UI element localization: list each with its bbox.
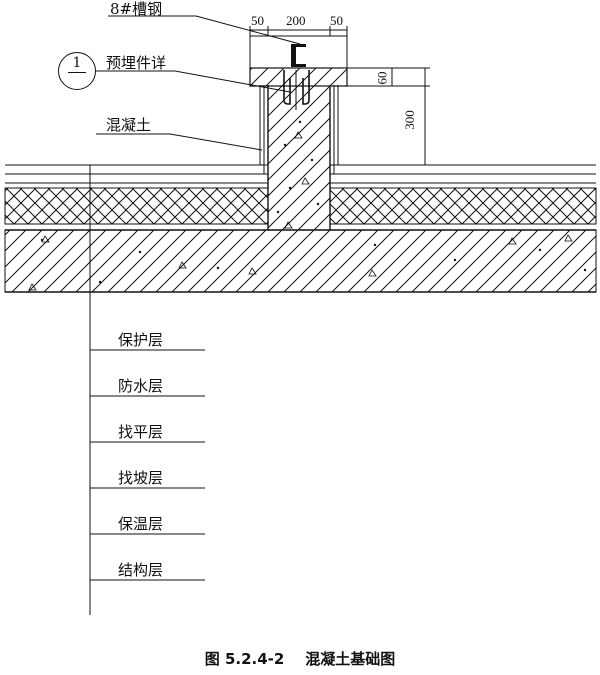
layer-callout-lines bbox=[89, 165, 205, 615]
channel-steel bbox=[249, 35, 348, 69]
right-dimension-lines bbox=[338, 67, 430, 166]
embedded-part-label: 预埋件详 bbox=[106, 54, 167, 72]
detail-reference-number: 1 bbox=[72, 55, 82, 71]
figure-number: 图 5.2.4-2 bbox=[204, 650, 285, 668]
detail-reference-bar bbox=[68, 72, 86, 73]
structural-slab bbox=[4, 229, 597, 293]
layer-label-slope: 找坡层 bbox=[118, 469, 164, 487]
channel-steel-label: 8#槽钢 bbox=[110, 0, 163, 18]
dim-left-margin: 50 bbox=[251, 13, 264, 28]
dim-center-width: 200 bbox=[286, 13, 306, 28]
dim-curb-height: 300 bbox=[401, 110, 417, 130]
layer-label-insulation: 保温层 bbox=[118, 515, 164, 533]
concrete-label: 混凝土 bbox=[106, 116, 152, 134]
layer-label-waterproof: 防水层 bbox=[118, 377, 164, 395]
layer-label-structural: 结构层 bbox=[118, 561, 164, 579]
top-dimension-lines bbox=[249, 26, 348, 36]
embedded-anchors bbox=[283, 70, 310, 110]
figure-title: 混凝土基础图 bbox=[305, 650, 396, 668]
curb-cap bbox=[249, 67, 348, 87]
leader-lines bbox=[96, 15, 301, 151]
insulation-layer bbox=[4, 187, 597, 225]
concrete-aggregate bbox=[28, 120, 587, 291]
detail-reference-badge: 1 bbox=[58, 52, 96, 90]
layer-label-protective: 保护层 bbox=[118, 331, 164, 349]
layer-label-leveling: 找平层 bbox=[118, 423, 164, 441]
figure-caption: 图 5.2.4-2 混凝土基础图 bbox=[0, 648, 600, 669]
dim-cap-height: 60 bbox=[374, 71, 390, 85]
dim-right-margin: 50 bbox=[330, 13, 343, 28]
